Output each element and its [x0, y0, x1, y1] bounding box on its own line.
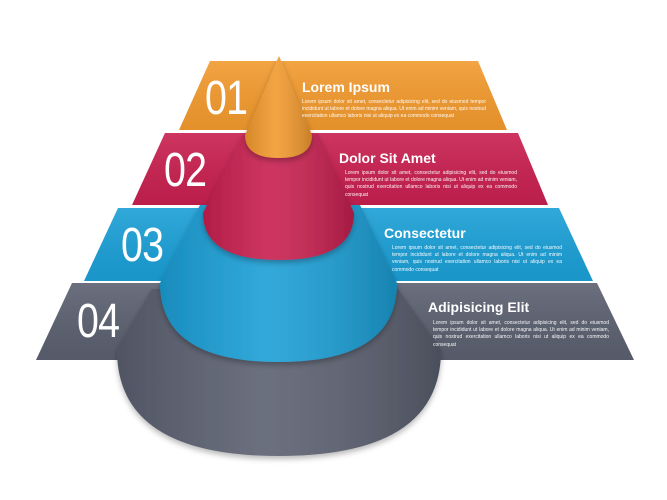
cone-segment-01 — [245, 56, 312, 158]
level-04-body: Lorem ipsum dolor sit amet, consectetur … — [433, 320, 609, 348]
level-03-title: Consectetur — [384, 225, 466, 241]
cone-01-shade — [245, 56, 312, 158]
cone-segment-02 — [203, 134, 354, 260]
level-02-body: Lorem ipsum dolor sit amet, consectetur … — [345, 170, 517, 198]
level-01-title: Lorem Ipsum — [302, 79, 390, 95]
level-03-number: 03 — [121, 219, 164, 272]
level-04-title: Adipisicing Elit — [428, 299, 530, 315]
level-01-number: 01 — [205, 72, 248, 125]
level-01-body: Lorem ipsum dolor sit amet, consectetur … — [302, 99, 486, 120]
level-02-title: Dolor Sit Amet — [339, 150, 436, 166]
level-04-number: 04 — [77, 295, 120, 348]
level-02-number: 02 — [164, 144, 207, 197]
cone-02-shade — [203, 134, 354, 260]
level-03-body: Lorem ipsum dolor sit amet, consectetur … — [392, 245, 562, 273]
